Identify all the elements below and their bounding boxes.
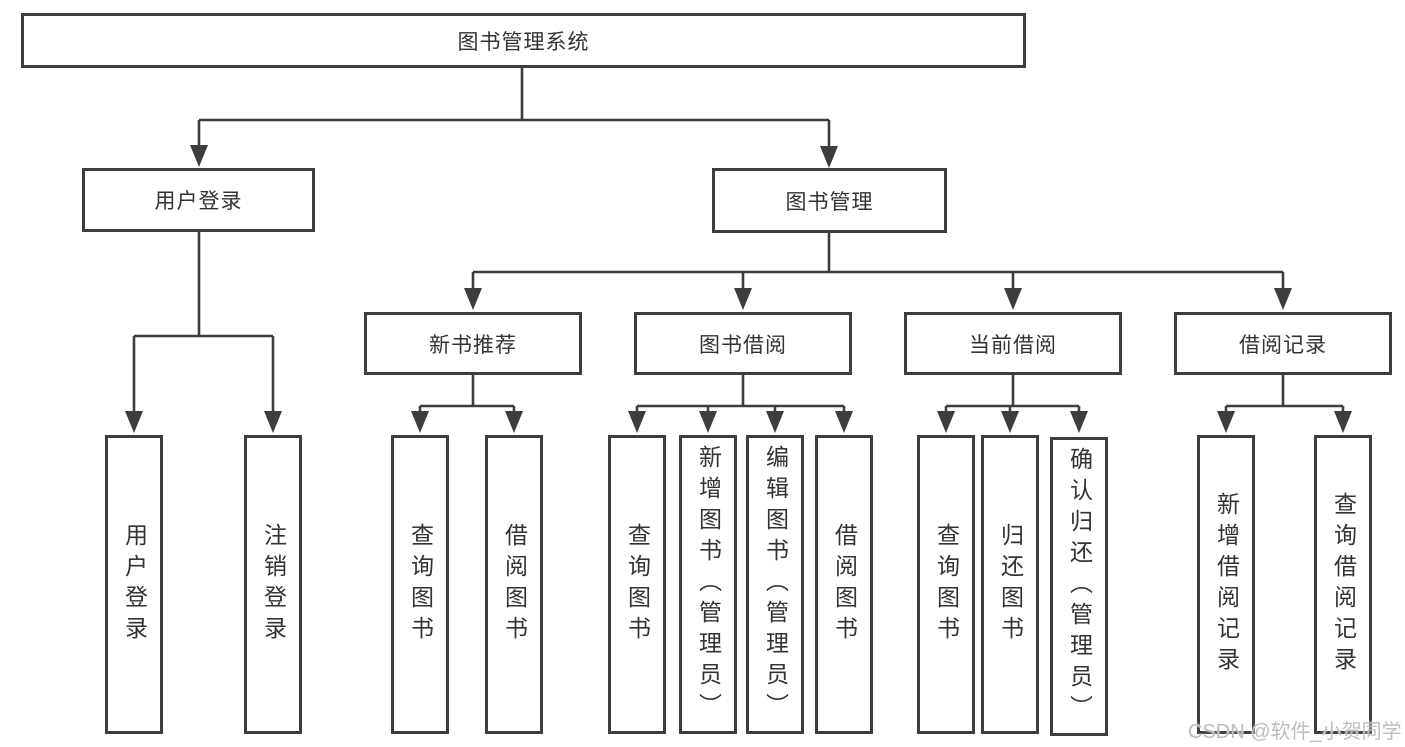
node-book-management: 图书管理 bbox=[712, 168, 947, 233]
node-user-login-group: 用户登录 bbox=[82, 168, 315, 232]
node-current-borrow: 当前借阅 bbox=[904, 312, 1122, 375]
leaf-current-return-books: 归还图书 bbox=[981, 435, 1039, 734]
node-new-book-recommend: 新书推荐 bbox=[364, 312, 582, 375]
leaf-borrow-query-books: 查询图书 bbox=[608, 435, 666, 734]
node-library-system: 图书管理系统 bbox=[21, 13, 1026, 68]
leaf-current-confirm-return-admin: 确认归还（管理员） bbox=[1050, 437, 1108, 736]
node-borrow-record: 借阅记录 bbox=[1174, 312, 1392, 375]
leaf-borrow-borrow-books: 借阅图书 bbox=[815, 435, 873, 734]
leaf-user-login: 用户登录 bbox=[105, 435, 163, 734]
leaf-record-add: 新增借阅记录 bbox=[1197, 435, 1255, 734]
leaf-recommend-query-books: 查询图书 bbox=[391, 435, 449, 734]
leaf-current-query-books: 查询图书 bbox=[917, 435, 975, 734]
node-book-borrow: 图书借阅 bbox=[634, 312, 852, 375]
leaf-borrow-edit-books-admin: 编辑图书（管理员） bbox=[746, 435, 804, 734]
leaf-recommend-borrow-books: 借阅图书 bbox=[485, 435, 543, 734]
leaf-borrow-add-books-admin: 新增图书（管理员） bbox=[679, 435, 737, 734]
leaf-logout: 注销登录 bbox=[244, 435, 302, 734]
watermark: CSDN @软件_小贺同学 bbox=[1188, 721, 1402, 743]
leaf-record-query: 查询借阅记录 bbox=[1314, 435, 1372, 734]
